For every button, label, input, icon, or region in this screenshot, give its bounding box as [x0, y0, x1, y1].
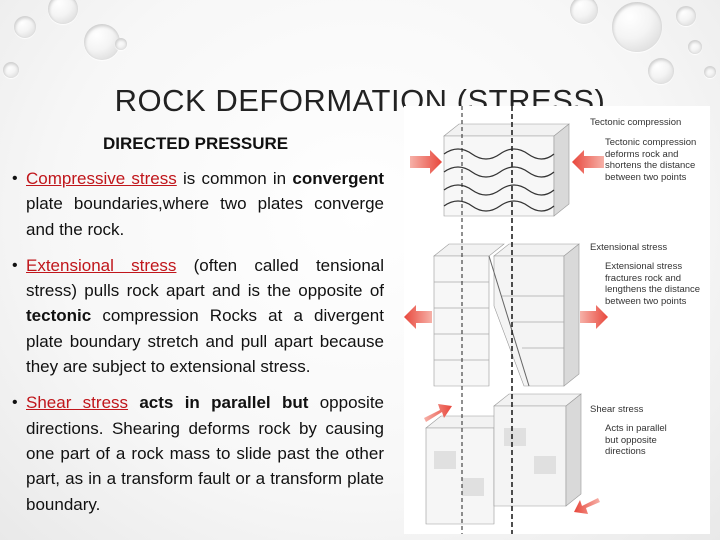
compression-arrow-left [410, 150, 442, 174]
shear-block [425, 393, 582, 525]
compression-heading: Tectonic compression [590, 117, 682, 128]
term-compressive: Compressive [26, 169, 132, 188]
bullet-text: opposite directions. Shearing deforms ro… [26, 393, 384, 514]
water-drop-decoration [84, 24, 120, 60]
bullet-shear: Shear stress acts in parallel but opposi… [12, 390, 384, 516]
bullet-list: Compressive stress is common in converge… [12, 166, 384, 528]
shear-heading: Shear stress [590, 404, 644, 415]
term-shear-stress: Shear stress [26, 393, 129, 413]
shear-arrow-top [424, 404, 452, 422]
shear-arrow-bottom [574, 498, 600, 514]
bullet-compressive: Compressive stress is common in converge… [12, 166, 384, 242]
term-extensional-stress: Extensional stress [26, 255, 177, 275]
compression-block [443, 123, 570, 217]
water-drop-decoration [704, 66, 716, 78]
extension-arrow-left [404, 305, 432, 329]
bold-parallel: acts in parallel but [128, 393, 309, 413]
compression-arrow-right [572, 150, 604, 174]
compression-description: Tectonic compression deforms rock and sh… [605, 137, 697, 183]
water-drop-decoration [48, 0, 78, 24]
water-drop-decoration [14, 16, 36, 38]
water-drop-decoration [688, 40, 702, 54]
bullet-extensional: Extensional stress (often called tension… [12, 253, 384, 379]
water-drop-decoration [570, 0, 598, 24]
water-drop-decoration [3, 62, 19, 78]
stress-diagram: Tectonic compression Tectonic compressio… [404, 106, 710, 534]
extension-description: Extensional stress fractures rock and le… [605, 261, 701, 307]
extension-block [433, 243, 580, 387]
bold-tectonic: tectonic [26, 306, 92, 326]
bullet-text: compression Rocks at a divergent plate b… [26, 306, 384, 377]
bullet-text: plate boundaries,where two plates conver… [26, 194, 384, 239]
water-drop-decoration [612, 2, 662, 52]
bullet-text: (often called tensional stress) pulls ro… [26, 255, 384, 301]
water-drop-decoration [648, 58, 674, 84]
term-stress: stress [131, 169, 177, 188]
water-drop-decoration [676, 6, 696, 26]
slide-subtitle: DIRECTED PRESSURE [103, 134, 289, 153]
stress-diagram-drawing [404, 106, 608, 534]
water-drop-decoration [115, 38, 127, 50]
extension-arrow-right [580, 305, 608, 329]
extension-heading: Extensional stress [590, 242, 668, 253]
bold-convergent: convergent [292, 169, 384, 188]
bullet-text: is common in [176, 169, 293, 188]
shear-description: Acts in parallel but opposite directions [605, 423, 667, 457]
